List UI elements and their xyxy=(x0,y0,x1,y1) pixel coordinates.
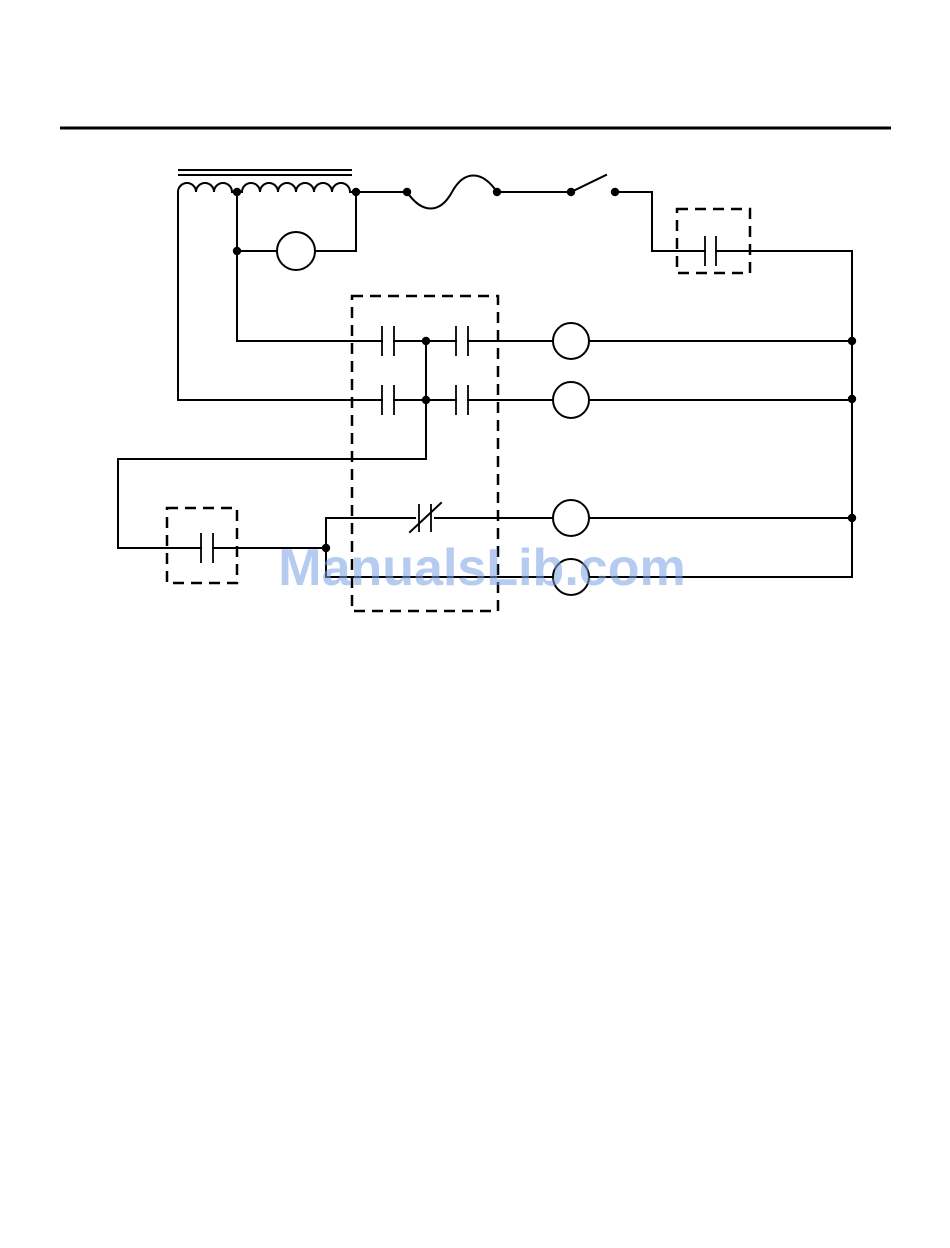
coil-circle-4 xyxy=(553,559,589,595)
transformer-winding xyxy=(178,183,350,192)
top-supply-line xyxy=(352,175,852,251)
transformer xyxy=(178,170,352,400)
dashed-relay-box-center xyxy=(118,296,553,611)
dashed-contact-box-left xyxy=(167,508,326,583)
fuse xyxy=(407,176,497,209)
dashed-contact-box-top-right xyxy=(677,209,750,273)
wire xyxy=(178,192,352,400)
transformer-tap-circle xyxy=(237,192,356,270)
coil-circle-3 xyxy=(553,500,589,536)
coil-circle-1 xyxy=(553,323,589,359)
toggle-switch xyxy=(571,175,606,192)
junction-nodes xyxy=(233,188,856,552)
coil-circle-2 xyxy=(553,382,589,418)
